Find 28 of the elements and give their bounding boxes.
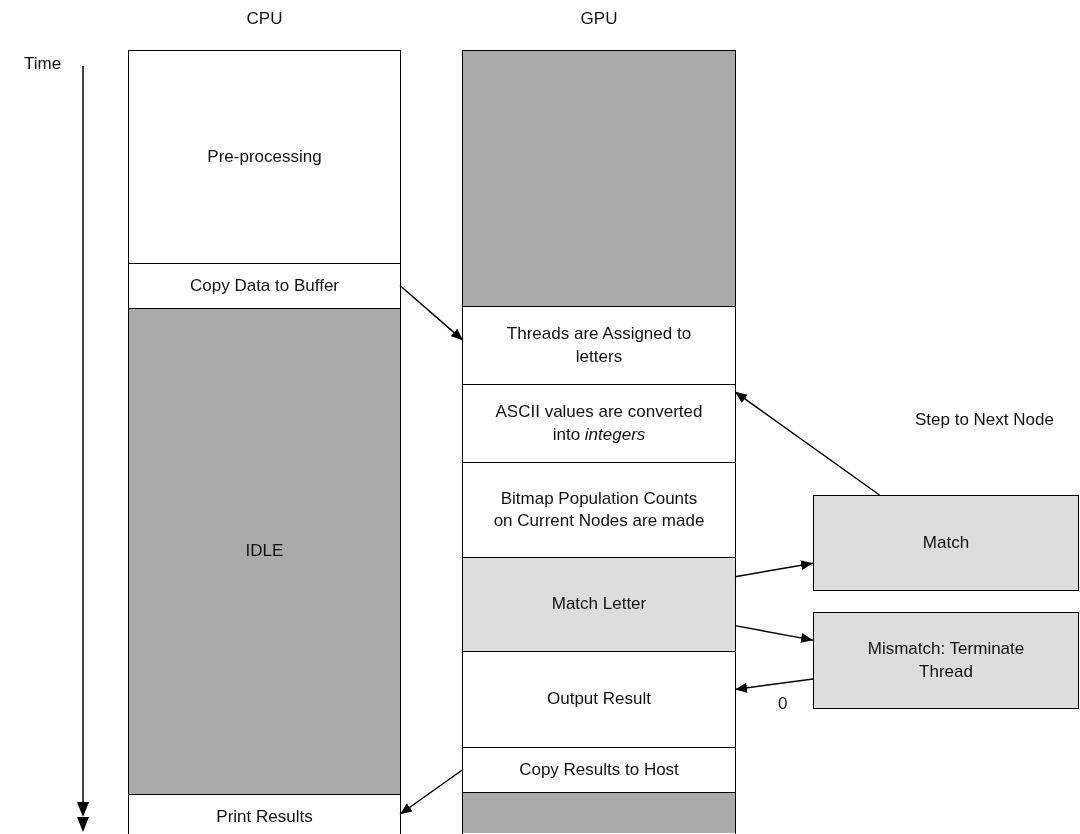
block-label: Bitmap Population Counts on Current Nodes are made [493,487,705,532]
block-label: ASCII values are converted into integers [494,401,704,446]
process-box [813,612,1079,709]
process-box [813,495,1079,591]
block-label: Copy Data to Buffer [190,274,339,297]
axis-label: Time [24,54,62,74]
block-label: IDLE [245,540,284,563]
block-label: Match [922,531,970,554]
block-label: Print Results [216,805,313,828]
column-heading: CPU [245,9,284,29]
block-label: Match Letter [551,593,647,616]
arrow [734,624,814,643]
block-label: Threads are Assigned to letters [505,323,693,368]
arrow [734,560,814,578]
arrow [399,768,464,815]
block-label: Copy Results to Host [519,758,679,781]
block-label: Pre-processing [207,145,322,168]
arrow [399,284,464,342]
idle-block [463,51,735,306]
block-label: Output Result [547,688,651,711]
arrow [734,391,881,496]
edge-label: Step to Next Node [913,410,1056,430]
arrow [734,678,814,693]
process-box [129,308,400,794]
process-box [463,557,735,651]
idle-block [463,792,735,833]
column-heading: GPU [579,9,619,29]
block-label: Mismatch: Terminate Thread [866,638,1026,683]
